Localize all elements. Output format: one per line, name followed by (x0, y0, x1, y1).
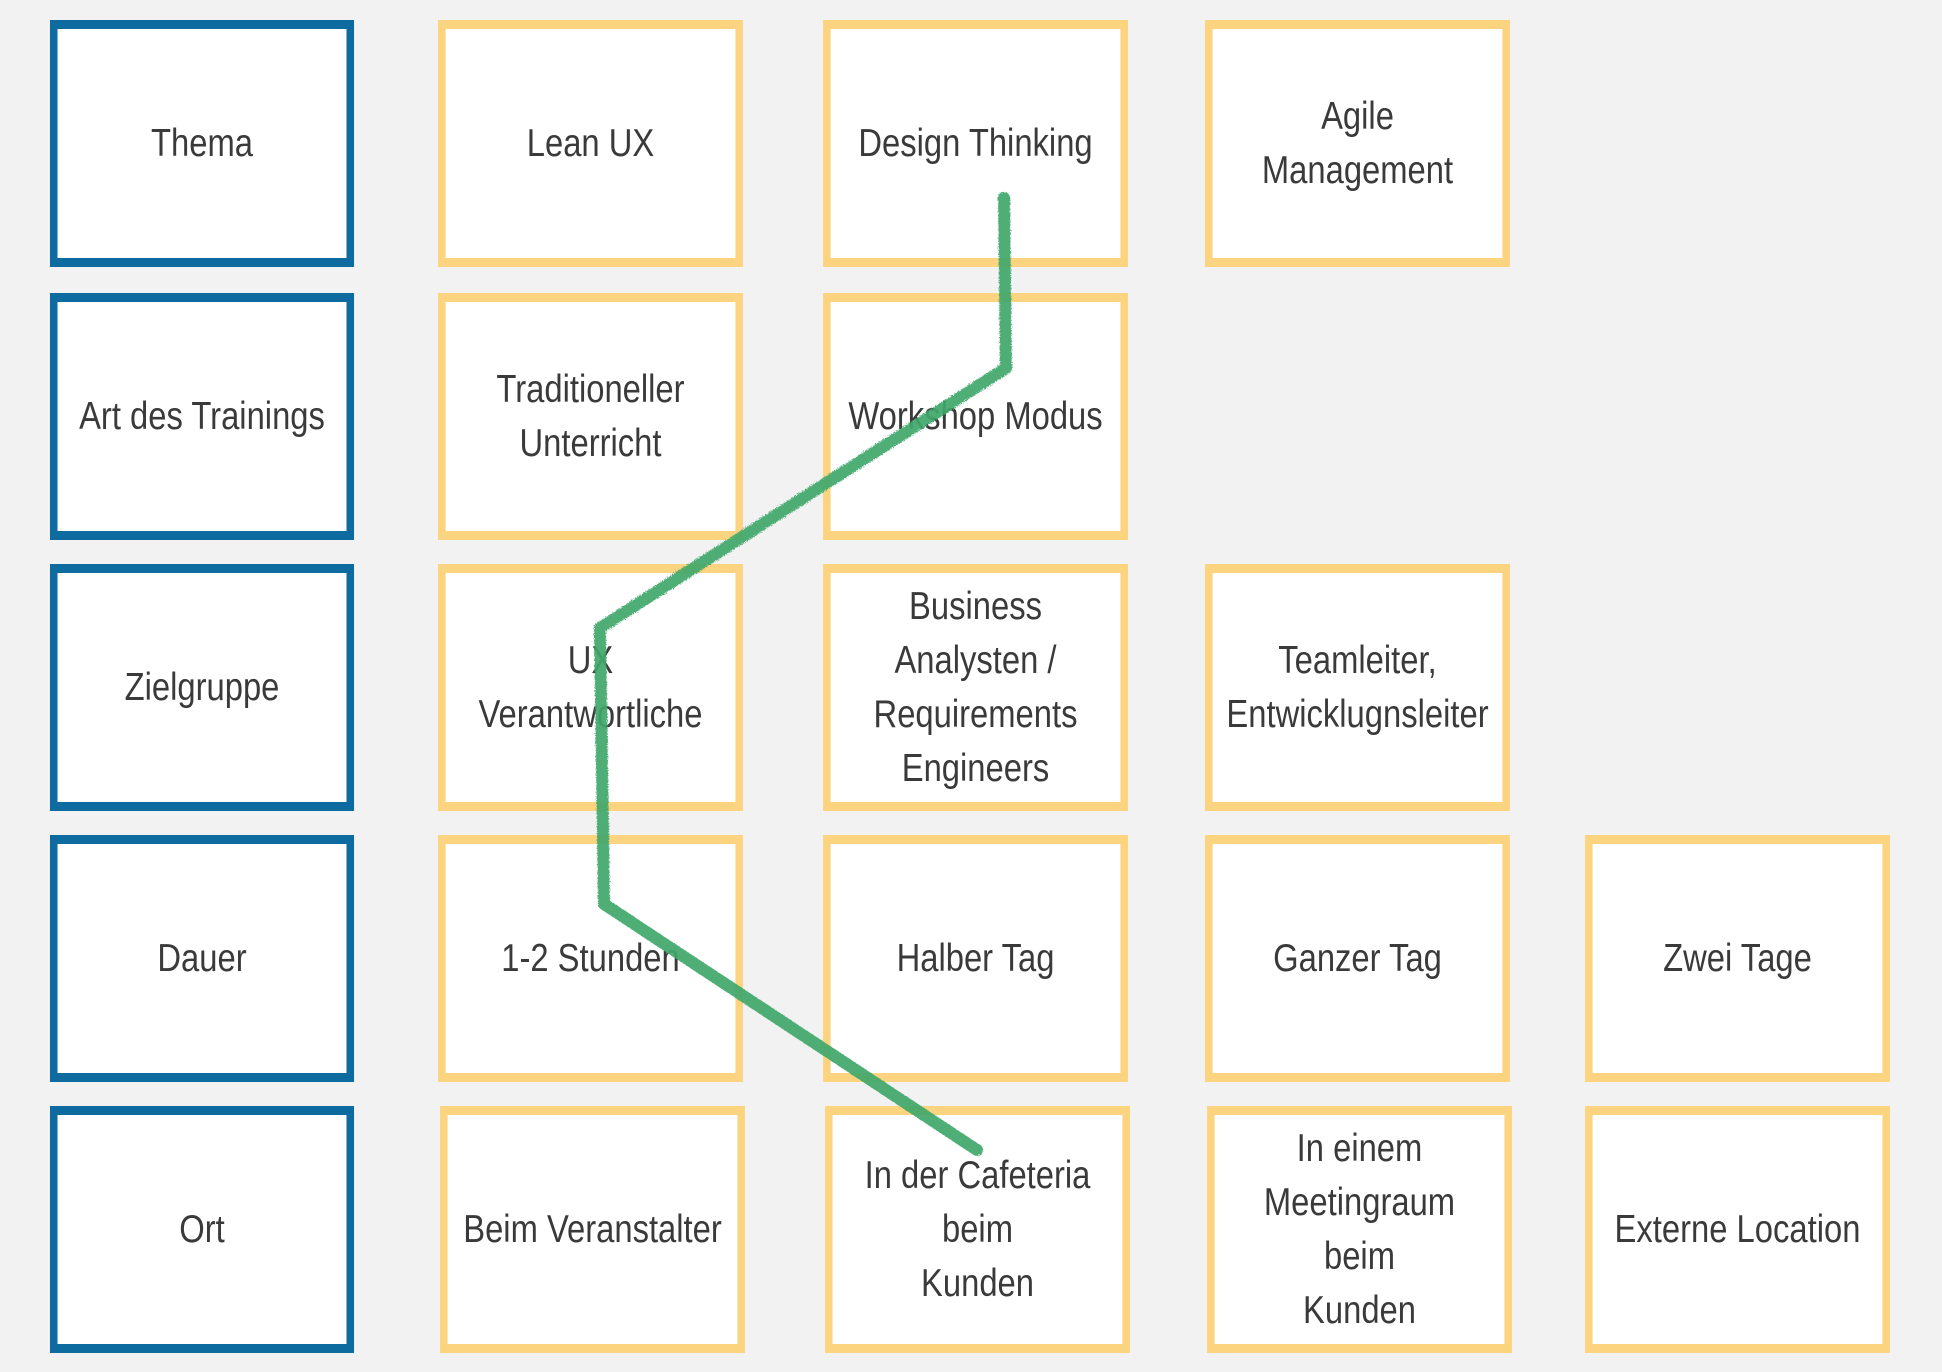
option-label: Traditioneller Unterricht (496, 367, 685, 465)
option-card-ux-verantwortliche[interactable]: UX Verantwortliche (438, 564, 743, 811)
option-card-cafeteria[interactable]: In der Cafeteria beim Kunden (825, 1106, 1130, 1353)
option-card-lean-ux[interactable]: Lean UX (438, 20, 743, 267)
category-card-thema: Thema (49, 20, 355, 267)
option-card-zwei-tage[interactable]: Zwei Tage (1585, 835, 1890, 1082)
option-label: Zwei Tage (1663, 936, 1812, 980)
category-label: Zielgruppe (124, 665, 280, 709)
option-label: UX Verantwortliche (478, 638, 703, 736)
option-label: 1-2 Stunden (501, 936, 680, 980)
option-card-agile-management[interactable]: Agile Management (1205, 20, 1510, 267)
option-card-business-analysten[interactable]: Business Analysten / Requirements Engine… (823, 564, 1128, 811)
option-label: In einem Meetingraum beim Kunden (1263, 1126, 1456, 1332)
category-card-dauer: Dauer (49, 835, 355, 1082)
option-card-meetingraum[interactable]: In einem Meetingraum beim Kunden (1207, 1106, 1512, 1353)
option-card-externe-location[interactable]: Externe Location (1585, 1106, 1890, 1353)
option-label: In der Cafeteria beim Kunden (864, 1153, 1091, 1305)
option-card-workshop-modus[interactable]: Workshop Modus (823, 293, 1128, 540)
option-label: Workshop Modus (848, 394, 1103, 438)
option-label: Halber Tag (896, 936, 1055, 980)
option-label: Lean UX (526, 121, 655, 165)
category-label: Thema (151, 121, 253, 165)
category-label: Dauer (157, 936, 247, 980)
option-label: Design Thinking (858, 121, 1093, 165)
category-label: Art des Trainings (79, 394, 325, 438)
category-card-art-des-trainings: Art des Trainings (49, 293, 355, 540)
option-card-teamleiter[interactable]: Teamleiter, Entwicklugnsleiter (1205, 564, 1510, 811)
option-label: Agile Management (1261, 94, 1454, 192)
category-label: Ort (179, 1207, 225, 1251)
option-label: Ganzer Tag (1273, 936, 1442, 980)
option-card-beim-veranstalter[interactable]: Beim Veranstalter (440, 1106, 745, 1353)
option-card-ganzer-tag[interactable]: Ganzer Tag (1205, 835, 1510, 1082)
option-label: Teamleiter, Entwicklugnsleiter (1226, 638, 1489, 736)
option-label: Business Analysten / Requirements Engine… (873, 584, 1078, 790)
option-card-1-2-stunden[interactable]: 1-2 Stunden (438, 835, 743, 1082)
option-card-design-thinking[interactable]: Design Thinking (823, 20, 1128, 267)
option-label: Externe Location (1614, 1207, 1861, 1251)
option-card-halber-tag[interactable]: Halber Tag (823, 835, 1128, 1082)
category-card-ort: Ort (49, 1106, 355, 1353)
category-card-zielgruppe: Zielgruppe (49, 564, 355, 811)
option-label: Beim Veranstalter (463, 1207, 722, 1251)
option-card-traditioneller-unterricht[interactable]: Traditioneller Unterricht (438, 293, 743, 540)
